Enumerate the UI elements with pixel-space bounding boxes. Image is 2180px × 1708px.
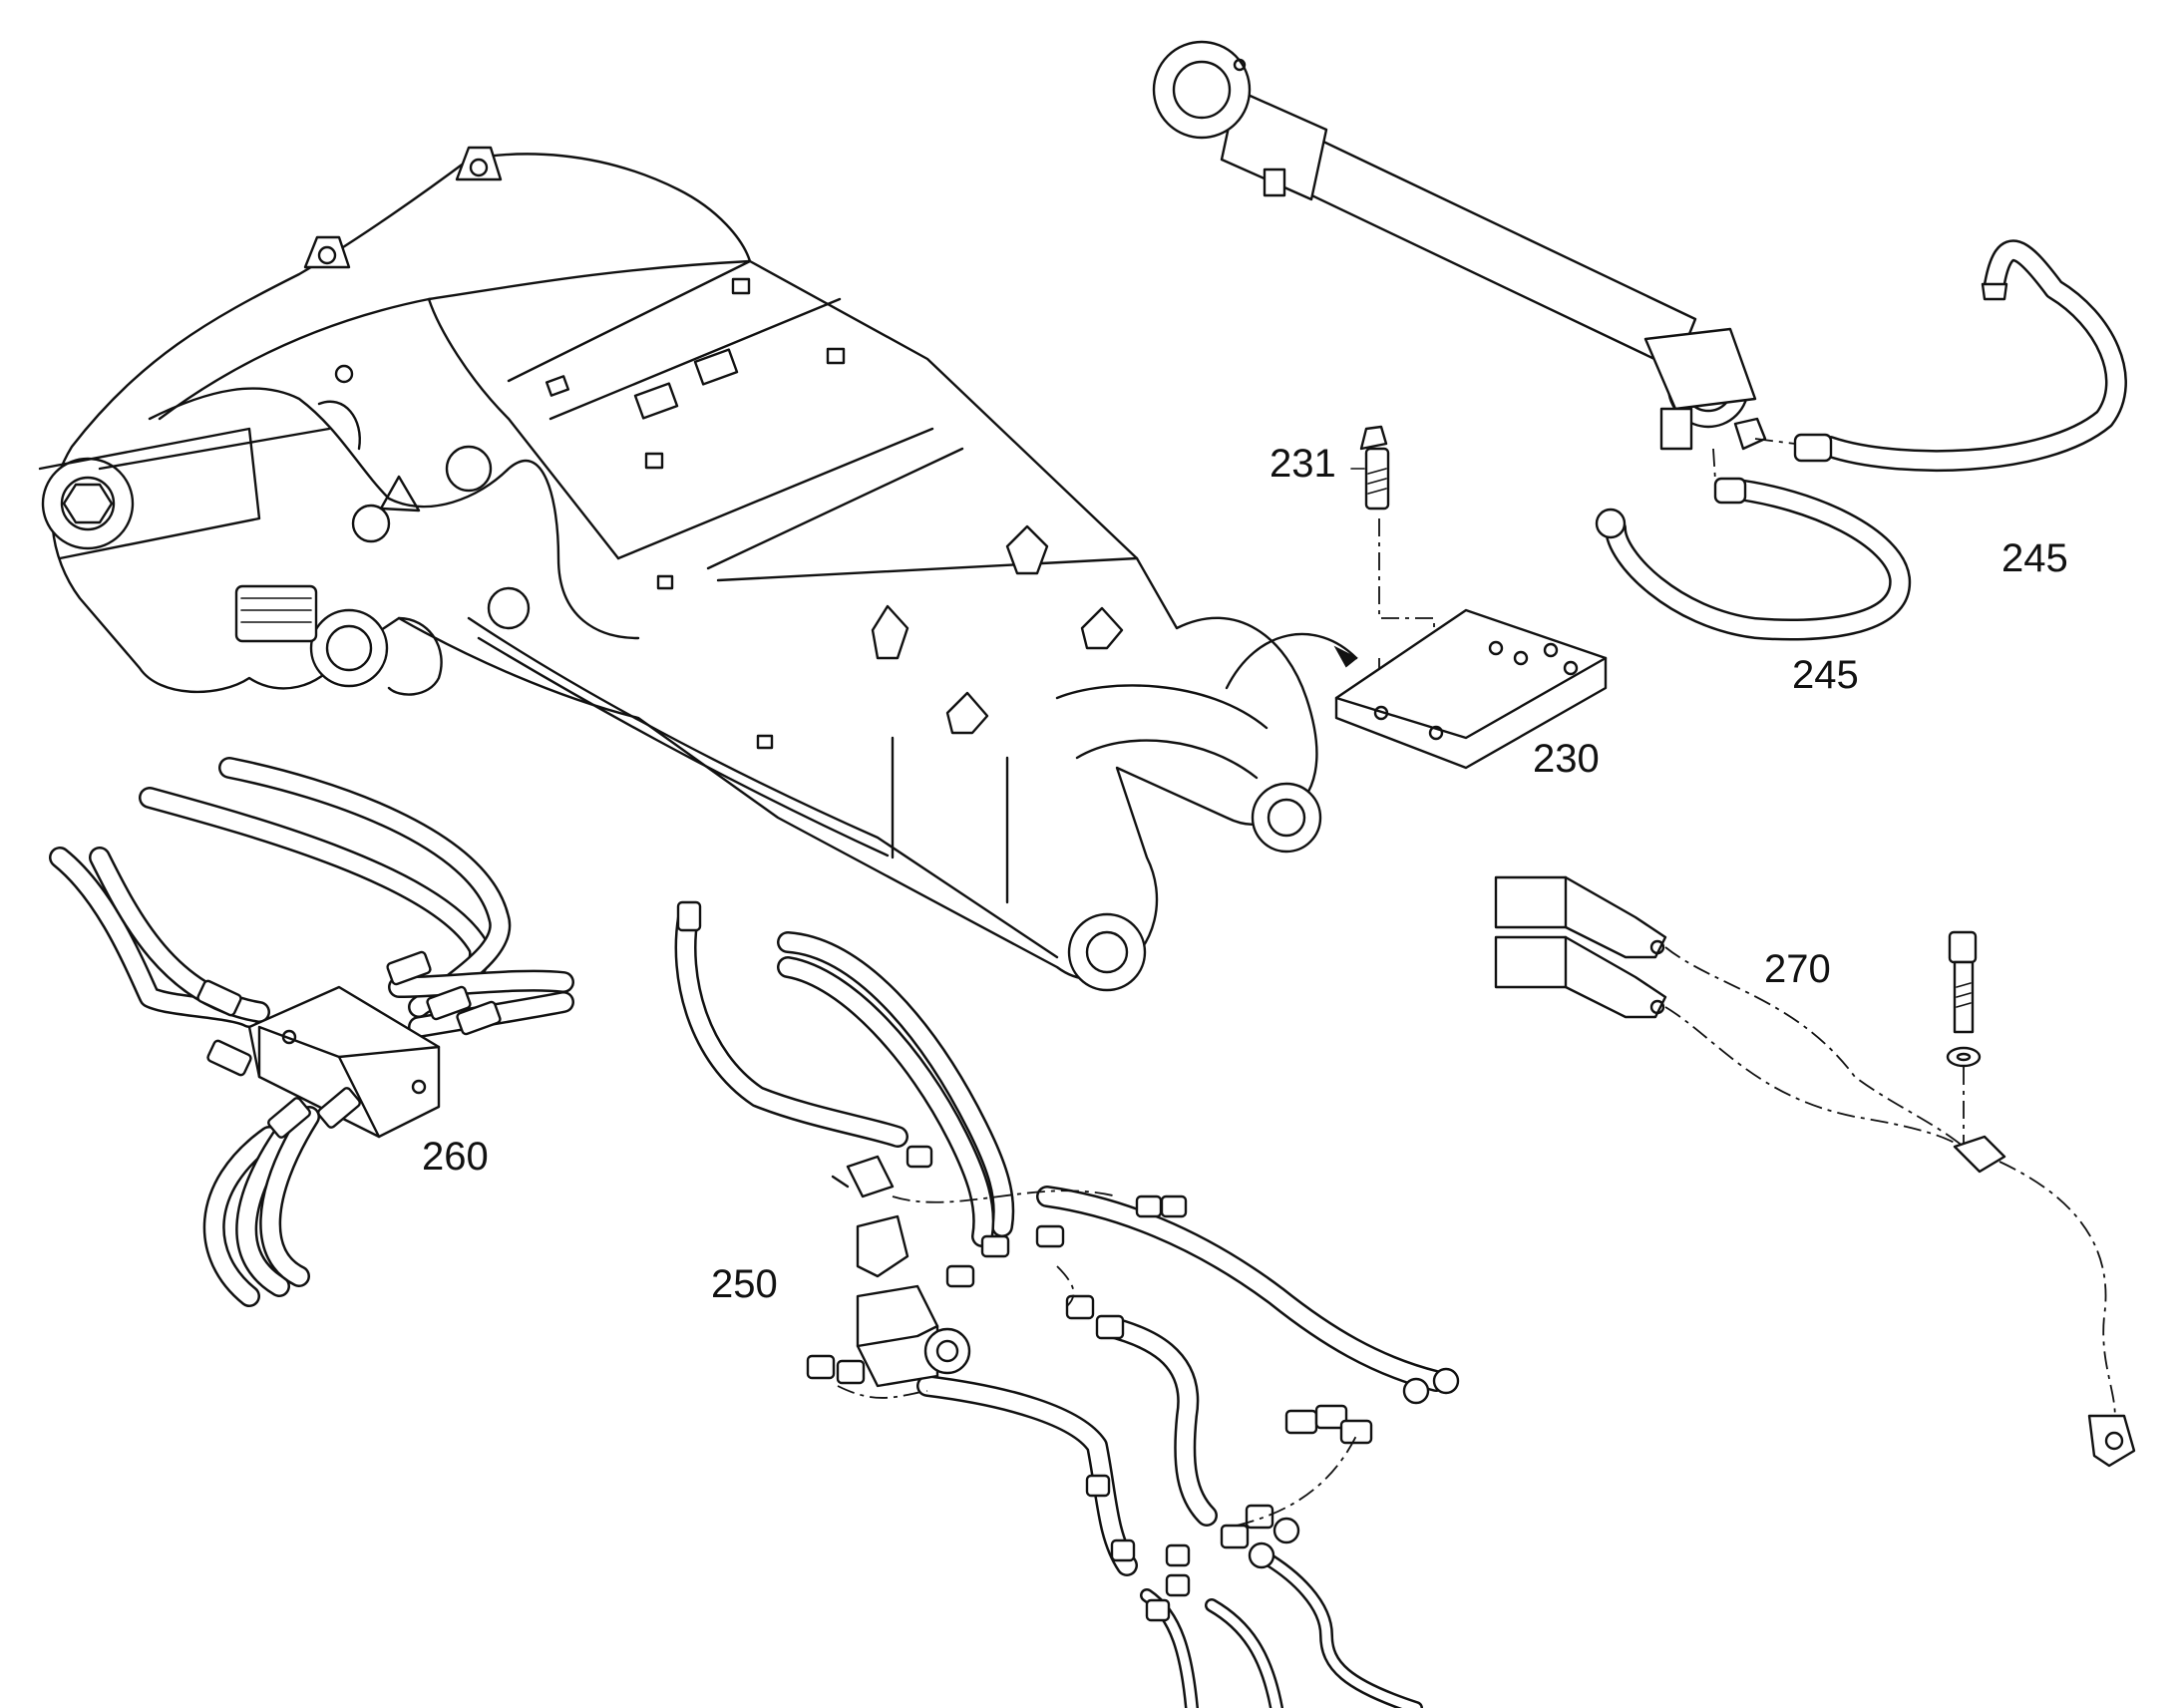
valve-block-260 (49, 757, 574, 1307)
callout-260: 260 (422, 1135, 489, 1179)
callout-250: 250 (711, 1262, 778, 1306)
boom-arm (38, 146, 1358, 992)
hose-245-upper (1793, 239, 2127, 473)
callout-231: 231 (1270, 442, 1336, 486)
callout-245-upper: 245 (2001, 536, 2068, 580)
callout-270: 270 (1764, 947, 1831, 991)
hose-245-lower (1595, 477, 1912, 641)
hydraulic-cylinder (1152, 40, 1767, 451)
valve-assembly-250 (674, 900, 1460, 1708)
callout-245-lower: 245 (1792, 653, 1859, 697)
callout-230: 230 (1533, 737, 1600, 781)
assembly-270 (1494, 875, 2136, 1468)
plate-230 (1334, 608, 1608, 770)
